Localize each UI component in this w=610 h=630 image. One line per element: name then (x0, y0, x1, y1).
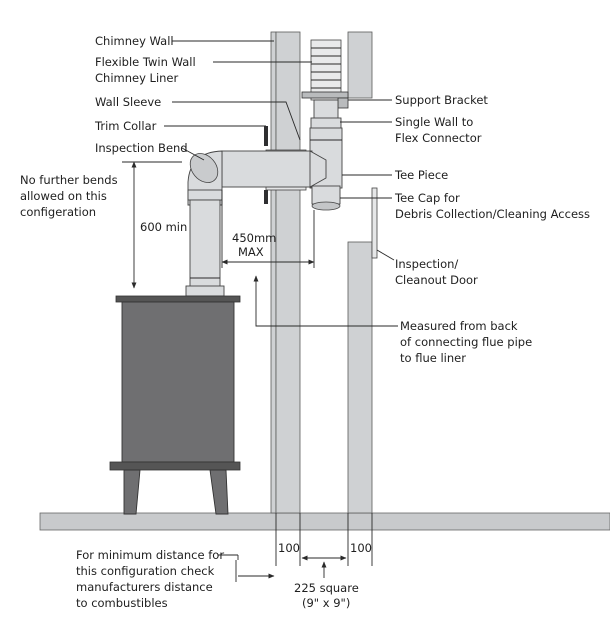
chimney-wall-front (275, 31, 301, 514)
wall-sleeve-label: Wall Sleeve (95, 95, 161, 109)
wall-thickness-right: 100 (350, 541, 372, 555)
support-bracket (301, 91, 349, 109)
measured-label-1: Measured from back (400, 319, 518, 333)
wall-thickness-left: 100 (278, 541, 300, 555)
tee-cap-label-2: Debris Collection/Cleaning Access (395, 207, 590, 221)
tee-cap-label-1: Tee Cap for (394, 191, 460, 205)
flue-size-imperial: (9" x 9") (302, 596, 350, 610)
inspection-bend-label: Inspection Bend (95, 141, 188, 155)
tee-piece-label: Tee Piece (394, 168, 448, 182)
trim-collar-bottom (264, 190, 268, 204)
chimney-wall-label: Chimney Wall (95, 34, 174, 48)
trim-collar-label: Trim Collar (94, 119, 157, 133)
max-distance-unit: MAX (238, 245, 264, 259)
min-distance-label-1: For minimum distance for (76, 548, 224, 562)
tee-cap (311, 185, 341, 211)
measured-label-3: to flue liner (400, 351, 466, 365)
flex-liner-label-1: Flexible Twin Wall (95, 55, 196, 69)
inspection-bend (187, 150, 223, 206)
inspection-door-label-1: Inspection/ (395, 257, 458, 271)
single-wall-label-2: Flex Connector (395, 131, 482, 145)
min-distance-label-4: to combustibles (76, 596, 168, 610)
flex-liner-label-2: Chimney Liner (95, 71, 179, 85)
min-distance-label-2: this configuration check (76, 564, 215, 578)
vertical-flue-pipe (185, 199, 225, 297)
flexible-liner (310, 39, 342, 101)
chimney-wall-back (347, 241, 373, 514)
no-further-bends-1: No further bends (20, 173, 118, 187)
flue-size-label: 225 square (294, 581, 359, 595)
support-bracket-label: Support Bracket (395, 93, 488, 107)
single-wall-label-1: Single Wall to (395, 115, 473, 129)
max-distance-label: 450mm (232, 231, 276, 245)
inspection-cleanout-door (371, 187, 378, 259)
floor (39, 512, 610, 531)
chimney-wall-back-upper (347, 31, 373, 99)
trim-collar-top (264, 126, 268, 146)
no-further-bends-2: allowed on this (20, 189, 107, 203)
measured-label-2: of connecting flue pipe (400, 335, 532, 349)
single-wall-flex-connector (310, 99, 342, 131)
chimney-wall-outer-thin (270, 31, 277, 514)
min-height-label: 600 min (140, 220, 187, 234)
stove (109, 295, 241, 515)
inspection-door-label-2: Cleanout Door (395, 273, 478, 287)
min-distance-label-3: manufacturers distance (76, 580, 213, 594)
horizontal-flue-pipe (221, 150, 327, 188)
no-further-bends-3: configeration (20, 205, 96, 219)
